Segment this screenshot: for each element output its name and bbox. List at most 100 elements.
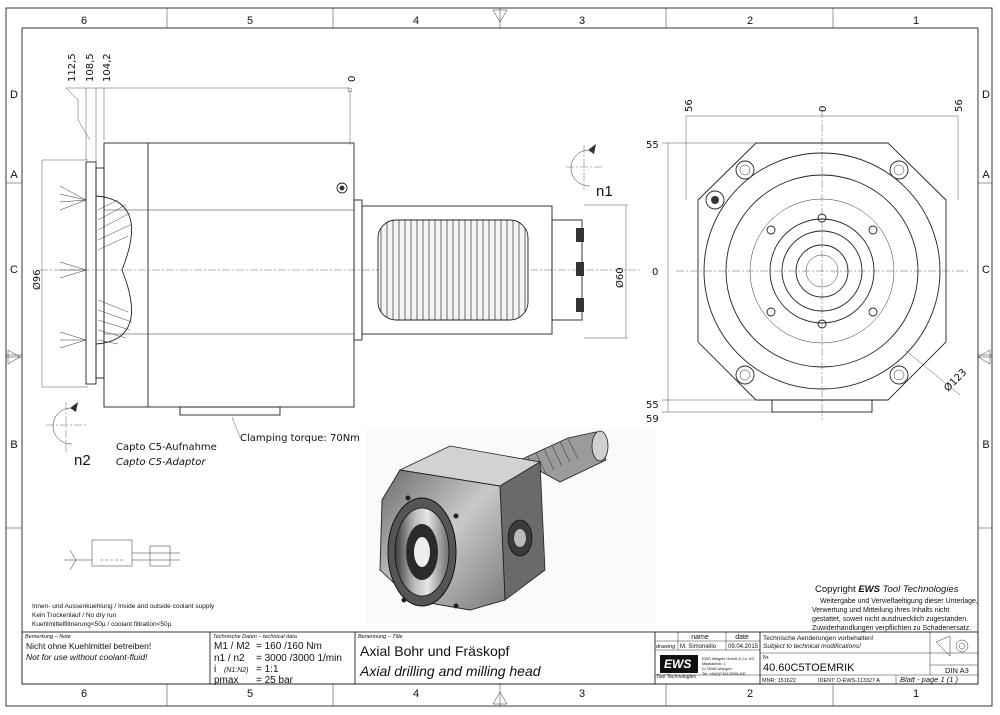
front-view-labels: 56 0 56 55 0 55 59 Ø123 (646, 99, 969, 425)
zone-col-6: 6 (81, 15, 87, 27)
drawer-name: M. Simoniello (680, 644, 717, 650)
title-block-text: Bemerkung – Note Nicht ohne Kuehlmittel … (25, 634, 969, 686)
ratio-value: = 1:1 (256, 664, 279, 675)
coolant-note-1: Innen- und Aussenkuehlung / Inside and o… (32, 603, 215, 610)
rotation-symbol-n2 (46, 402, 86, 452)
capto-label-de: Capto C5-Aufnahme (116, 442, 217, 453)
zone-row-b: B (10, 439, 17, 451)
zone-row-d: D (10, 89, 18, 101)
ews-logo-sub: Tool Technologies (656, 674, 696, 680)
zone-col-4-bottom: 4 (413, 688, 419, 700)
ratio-label: i (214, 664, 216, 675)
remark-en: Not for use without coolant-fluid! (26, 652, 148, 662)
copyright-line-2: Verwertung und Mitteilung ihres Inhalts … (812, 607, 949, 614)
ident: IDENT: D-EWS-113327 A (818, 678, 880, 684)
dim-zero-left: 0 (652, 267, 658, 278)
ratio-sub: (N1:N2) (224, 667, 249, 674)
copyright-title: Copyright EWS Tool Technologies (815, 584, 959, 595)
change-notice-en: Subject to technical modifications! (763, 643, 861, 650)
zone-row-b-right: B (982, 439, 989, 451)
zone-row-a-left: A (10, 169, 18, 181)
copyright-line-4: Zuwiderhandlungen verpflichten zu Schade… (812, 625, 971, 632)
copyright-line-1: Weitergabe und Vervielfaeltigung dieser … (820, 598, 978, 605)
coolant-note-2: Kein Trockenlauf / No dry run (32, 612, 117, 619)
copyright-notice: Copyright EWS Tool Technologies Weiterga… (812, 584, 978, 632)
sheet-page: Blatt - page 1 (1 ) (900, 675, 958, 684)
zone-col-5: 5 (247, 15, 253, 27)
zone-col-5-bottom: 5 (247, 688, 253, 700)
company-line-3: D-73066 Uhingen (702, 667, 732, 671)
dim-112-5: 112,5 (67, 53, 78, 82)
drawing-date: 09.04.2015 (728, 644, 759, 650)
title-header: Benennung – Title (358, 634, 403, 640)
pressure-label: pmax (214, 675, 238, 686)
zone-row-c-right: C (982, 264, 990, 276)
ews-logo-mark (660, 655, 698, 673)
company-line-4: Tel. +49(0)7161/3009-100 (702, 672, 746, 676)
side-view-labels: 112,5 108,5 104,2 0 Ø96 Ø60 n1 n2 Capto … (31, 53, 626, 469)
clamping-torque-label: Clamping torque: 70Nm (240, 433, 360, 444)
coolant-jets (59, 185, 87, 349)
side-view (40, 87, 640, 452)
speed-label: n1 / n2 (214, 653, 245, 664)
torque-value: = 160 /160 Nm (256, 641, 322, 652)
remark-de: Nicht ohne Kuehlmittel betreiben! (26, 641, 151, 651)
dim-59: 59 (646, 414, 659, 425)
rotation-label-n1: n1 (596, 183, 613, 200)
dim-108-5: 108,5 (85, 53, 96, 82)
col-name: name (691, 634, 709, 641)
centering-marks (6, 8, 992, 706)
dim-zero-top: 0 (818, 106, 829, 112)
front-view (662, 110, 970, 420)
zone-rows: D C B A D C B A (10, 89, 990, 451)
coolant-schematic (64, 539, 180, 571)
pressure-value: = 25 bar (256, 675, 294, 686)
speed-value: = 3000 /3000 1/min (256, 653, 342, 664)
zone-row-a-right: A (982, 169, 990, 181)
title-de: Axial Bohr und Fräskopf (360, 643, 510, 659)
zone-col-1: 1 (913, 15, 919, 27)
dim-dia-60: Ø60 (614, 267, 626, 288)
title-block (21, 631, 979, 685)
zone-col-1-bottom: 1 (913, 688, 919, 700)
company-line-1: EWS Weigele GmbH & Co. KG (702, 657, 755, 661)
zone-row-d-right: D (982, 89, 990, 101)
zone-col-4: 4 (413, 15, 419, 27)
tech-data-header: Technische Daten – technical data (213, 634, 297, 640)
copyright-brand: EWS (858, 584, 880, 595)
change-notice-de: Technische Aenderungen vorbehalten! (763, 635, 874, 642)
dim-55-bottom: 55 (646, 400, 659, 411)
zone-column-ticks (6, 8, 992, 706)
torque-label: M1 / M2 (214, 641, 251, 652)
zone-row-c: C (10, 264, 18, 276)
remark-header: Bemerkung – Note (25, 634, 71, 640)
copyright-prefix: Copyright (815, 584, 858, 595)
mnr: MNR: 151622 (762, 678, 796, 684)
dim-zero-side: 0 (347, 76, 358, 82)
part-number: 40.60C5TOEMRIK (763, 662, 855, 674)
copyright-line-3: gestattet, soweit nicht ausdruecklich zu… (812, 616, 968, 623)
rotation-symbol-n1 (566, 144, 602, 190)
col-date: date (735, 634, 749, 641)
ews-logo-text: EWS (664, 657, 691, 671)
sheet-format: DIN A3 (945, 666, 969, 675)
company-line-2: Maybachstr. 1 (702, 662, 726, 666)
dim-104-2: 104,2 (102, 53, 113, 82)
dim-dia-123: Ø123 (942, 367, 970, 395)
capto-label-en: Capto C5-Adaptor (116, 457, 206, 468)
zone-col-6-bottom: 6 (81, 688, 87, 700)
coolant-notes: Innen- und Aussenkuehlung / Inside and o… (32, 603, 215, 628)
spindle-thread (377, 219, 529, 321)
section-hatching (97, 199, 133, 345)
title-en: Axial drilling and milling head (359, 663, 542, 679)
dim-dia-96: Ø96 (31, 269, 43, 290)
copyright-suffix: Tool Technologies (880, 584, 959, 595)
zone-col-3-bottom: 3 (579, 688, 585, 700)
dim-56-right: 56 (954, 99, 965, 112)
zone-col-2-bottom: 2 (747, 688, 753, 700)
zone-columns-bottom: 6 5 4 3 2 1 (81, 688, 919, 700)
dim-55-top: 55 (646, 140, 659, 151)
isometric-render (366, 428, 656, 624)
zone-col-3: 3 (579, 15, 585, 27)
